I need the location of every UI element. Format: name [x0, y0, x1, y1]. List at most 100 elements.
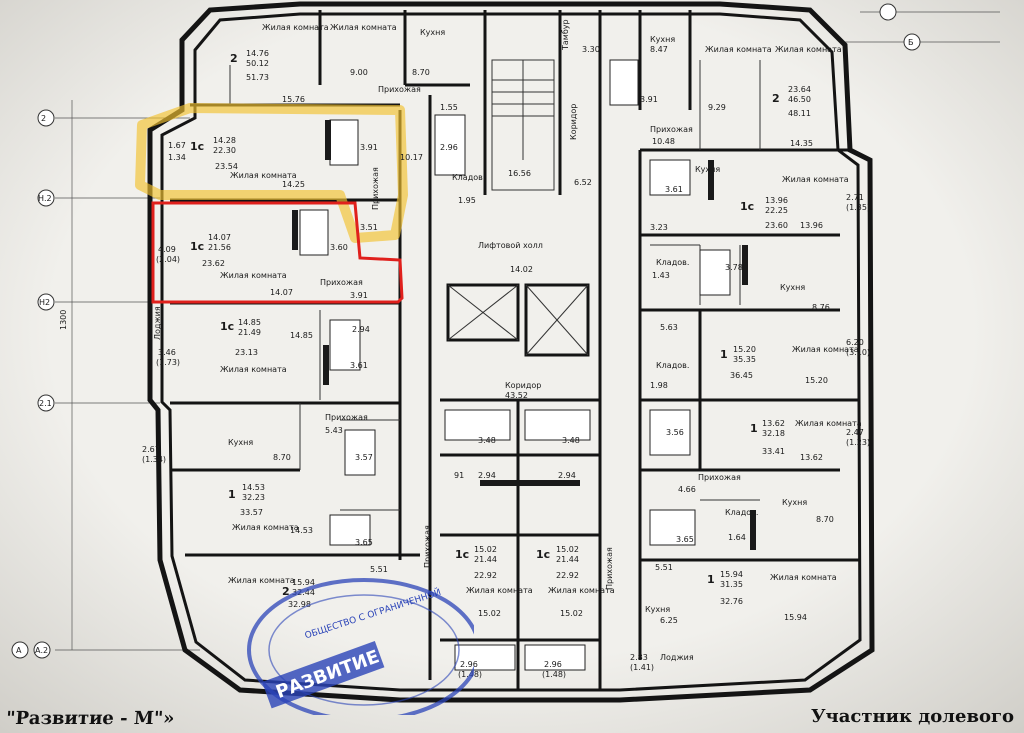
room-label: Жилая комната: [705, 45, 772, 54]
apt-area: 51.73: [246, 73, 269, 82]
dimension-label: 1300: [59, 310, 68, 330]
apt-left-3: 1с 14.85 21.49 23.13 Жилая комната 14.85…: [153, 306, 370, 374]
room-label: Кухня: [645, 605, 670, 614]
room-area: 15.76: [282, 95, 305, 104]
apt-area: 15.02: [474, 545, 497, 554]
room-label: Жилая комната: [775, 45, 842, 54]
room-label: Кухня: [695, 165, 720, 174]
room-label: Жилая комната: [228, 576, 295, 585]
apt-area: 23.64: [788, 85, 811, 94]
room-area: 1.43: [652, 271, 670, 280]
apt-top-right: Кухня 8.47 Жилая комната Жилая комната 3…: [640, 35, 842, 148]
room-label: Жилая комната: [330, 23, 397, 32]
room-area: 8.76: [812, 303, 830, 312]
axis-label: 2: [41, 114, 46, 123]
room-area: 14.25: [282, 180, 305, 189]
apt-area: 46.50: [788, 95, 811, 104]
apt-area: 32.44: [292, 588, 315, 597]
axis-label: А: [16, 646, 22, 655]
apt-area: 15.94: [292, 578, 315, 587]
apt-room-count: 1с: [740, 200, 754, 213]
apt-area: 32.23: [242, 493, 265, 502]
apt-yellow: 1с 14.28 22.30 23.54 Жилая комната 14.25…: [168, 136, 380, 210]
axis-bubble: [33, 641, 51, 659]
room-area: 8.70: [273, 453, 291, 462]
room-area: 3.61: [350, 361, 368, 370]
apt-top-left: 2 14.76 50.12 51.73 Жилая комната Жилая …: [230, 23, 458, 162]
room-label: Прихожая: [325, 413, 368, 422]
room-label: Лоджия: [660, 653, 694, 662]
apt-area: 23.62: [202, 259, 225, 268]
room-area: 13.96: [800, 221, 823, 230]
room-area: 3.78: [725, 263, 743, 272]
room-area: 14.07: [270, 288, 293, 297]
room-area: 3.61: [665, 185, 683, 194]
room-area: 3.91: [640, 95, 658, 104]
room-area: 10.17: [400, 153, 423, 162]
apt-area: 22.92: [474, 571, 497, 580]
axis-bubble: [37, 293, 55, 311]
fixtures: [292, 59, 756, 671]
room-area: 43.52: [505, 391, 528, 400]
apt-area: 36.45: [730, 371, 753, 380]
room-area: 3.65: [355, 538, 373, 547]
room-area: 3.60: [330, 243, 348, 252]
apt-room-count: 2: [230, 52, 238, 65]
room-area: 6.25: [660, 616, 678, 625]
room-label: Прихожая: [320, 278, 363, 287]
room-area: 13.62: [800, 453, 823, 462]
loggia-area: 1.34: [168, 153, 186, 162]
room-label: Кухня: [782, 498, 807, 507]
room-label: Кухня: [228, 438, 253, 447]
room-area: 3.57: [355, 453, 373, 462]
room-label: Прихожая: [650, 125, 693, 134]
room-area: 3.91: [350, 291, 368, 300]
room-area: 10.48: [652, 137, 675, 146]
room-area: 3.30: [582, 45, 600, 54]
apt-room-count: 2: [772, 92, 780, 105]
room-label: Жилая комната: [782, 175, 849, 184]
room-area: 14.85: [290, 331, 313, 340]
apt-red: 1с 14.07 21.56 23.62 Жилая комната 14.07…: [156, 223, 378, 300]
axis-bubble: [37, 109, 55, 127]
apt-room-count: 1: [750, 422, 758, 435]
room-area: 14.35: [790, 139, 813, 148]
loggia-area: 1.67: [168, 141, 186, 150]
room-area: 1.98: [650, 381, 668, 390]
room-area: 6.52: [574, 178, 592, 187]
room-label: Кладов.: [656, 258, 689, 267]
footer-company-name: "Развитие - М"»: [5, 708, 176, 729]
apt-area: 22.25: [765, 206, 788, 215]
loggia-area: (2.04): [156, 255, 180, 264]
axis-label: 2.1: [39, 399, 52, 408]
room-label: Жилая комната: [792, 345, 859, 354]
apt-area: 32.98: [288, 600, 311, 609]
room-area: 4.66: [678, 485, 696, 494]
room-area: 3.91: [360, 143, 378, 152]
stamp-ring-text: ОБЩЕСТВО С ОГРАНИЧЕННОЙ: [303, 586, 442, 642]
company-stamp: ОБЩЕСТВО С ОГРАНИЧЕННОЙ РАЗВИТИЕ: [247, 578, 474, 715]
apt-area: 15.20: [733, 345, 756, 354]
apt-area: 22.30: [213, 146, 236, 155]
loggia-area: (1.35): [846, 203, 870, 212]
apt-area: 22.92: [556, 571, 579, 580]
room-area: 5.43: [325, 426, 343, 435]
room-area: 2.96: [440, 143, 458, 152]
room-label: Жилая комната: [220, 271, 287, 280]
room-area: 9.29: [708, 103, 726, 112]
room-area: 3.23: [650, 223, 668, 232]
axis-bubble: [37, 394, 55, 412]
loggia-area: 6.20: [846, 338, 864, 347]
room-label: Прихожая: [605, 547, 614, 590]
room-area: 1.55: [440, 103, 458, 112]
axis-label: Н.2: [38, 194, 52, 203]
room-area: 2.94: [558, 471, 576, 480]
room-area: 2.83: [630, 653, 648, 662]
room-area: (1.41): [630, 663, 654, 672]
room-area: 5.51: [655, 563, 673, 572]
room-label: Кухня: [650, 35, 675, 44]
room-label: Коридор: [569, 104, 578, 140]
apt-area: 21.44: [474, 555, 497, 564]
